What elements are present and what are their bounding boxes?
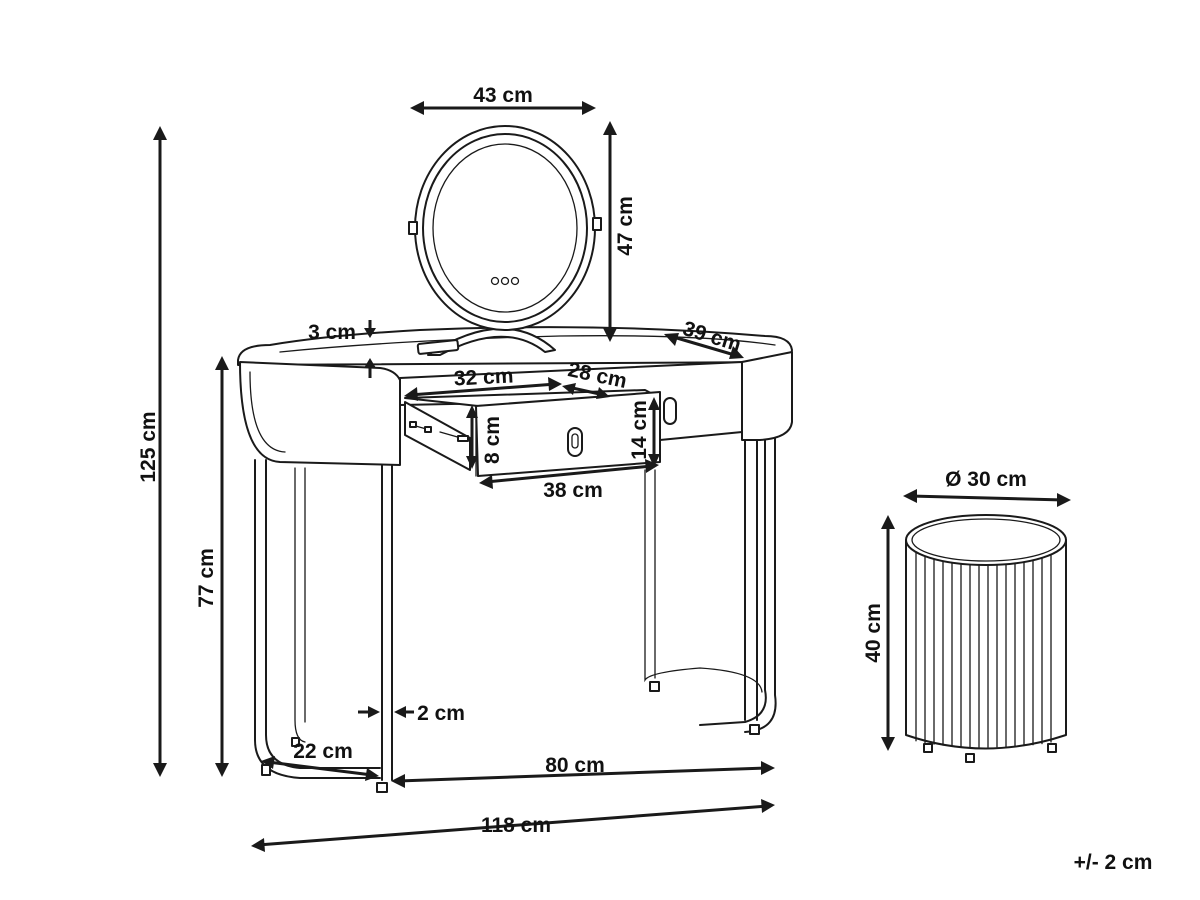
label-drawer-front-height: 14 cm: [628, 400, 651, 460]
touch-button-icon: [500, 276, 510, 286]
label-drawer-front-width: 38 cm: [543, 479, 603, 502]
dim-drawer-front-height: [648, 397, 660, 467]
label-top-thickness: 3 cm: [308, 321, 356, 344]
label-total-height: 125 cm: [137, 411, 160, 482]
cabinet-handle-icon: [663, 397, 677, 425]
dim-leg-span: [391, 761, 775, 788]
label-mirror-width: 43 cm: [473, 84, 533, 107]
mirror-pivot-right-icon: [592, 217, 602, 231]
dim-top-thickness: [364, 320, 376, 378]
stool-pleats: [915, 551, 1052, 748]
stool: [905, 514, 1067, 763]
left-leg-frame: [254, 459, 393, 793]
label-stool-height: 40 cm: [862, 603, 885, 663]
label-mirror-height: 47 cm: [614, 196, 637, 256]
mirror: [408, 125, 602, 356]
dim-total-height: [153, 126, 167, 777]
dim-mirror-width: [410, 101, 596, 115]
dim-stool-diameter: [903, 489, 1071, 507]
dressing-table: [237, 326, 793, 793]
dimension-lines: [153, 101, 1071, 852]
dim-drawer-inner-width: [404, 377, 562, 401]
dim-stool-height: [881, 515, 895, 751]
label-table-height: 77 cm: [195, 548, 218, 608]
dim-total-width: [251, 799, 775, 852]
label-drawer-inner-height: 8 cm: [481, 416, 504, 464]
dim-leg-depth: [261, 756, 379, 781]
touch-button-icon: [490, 276, 500, 286]
touch-button-icon: [510, 276, 520, 286]
dim-table-depth: [664, 333, 744, 359]
label-drawer-inner-width: 32 cm: [453, 364, 514, 390]
label-leg-span: 80 cm: [545, 754, 605, 777]
label-leg-gap: 2 cm: [417, 702, 465, 725]
dim-mirror-height: [603, 121, 617, 342]
label-stool-diameter: Ø 30 cm: [945, 468, 1027, 491]
mirror-pivot-left-icon: [408, 221, 418, 235]
drawer-handle-icon: [567, 427, 583, 457]
right-leg-frame: [644, 429, 777, 735]
dim-drawer-depth: [562, 383, 610, 399]
dim-table-height: [215, 356, 229, 777]
dim-leg-gap: [358, 706, 414, 718]
label-leg-depth: 22 cm: [293, 740, 353, 763]
label-tolerance: +/- 2 cm: [1074, 851, 1153, 874]
dim-drawer-front-width: [479, 459, 659, 489]
label-total-width: 118 cm: [481, 814, 551, 837]
dim-drawer-inner-height: [466, 405, 478, 469]
